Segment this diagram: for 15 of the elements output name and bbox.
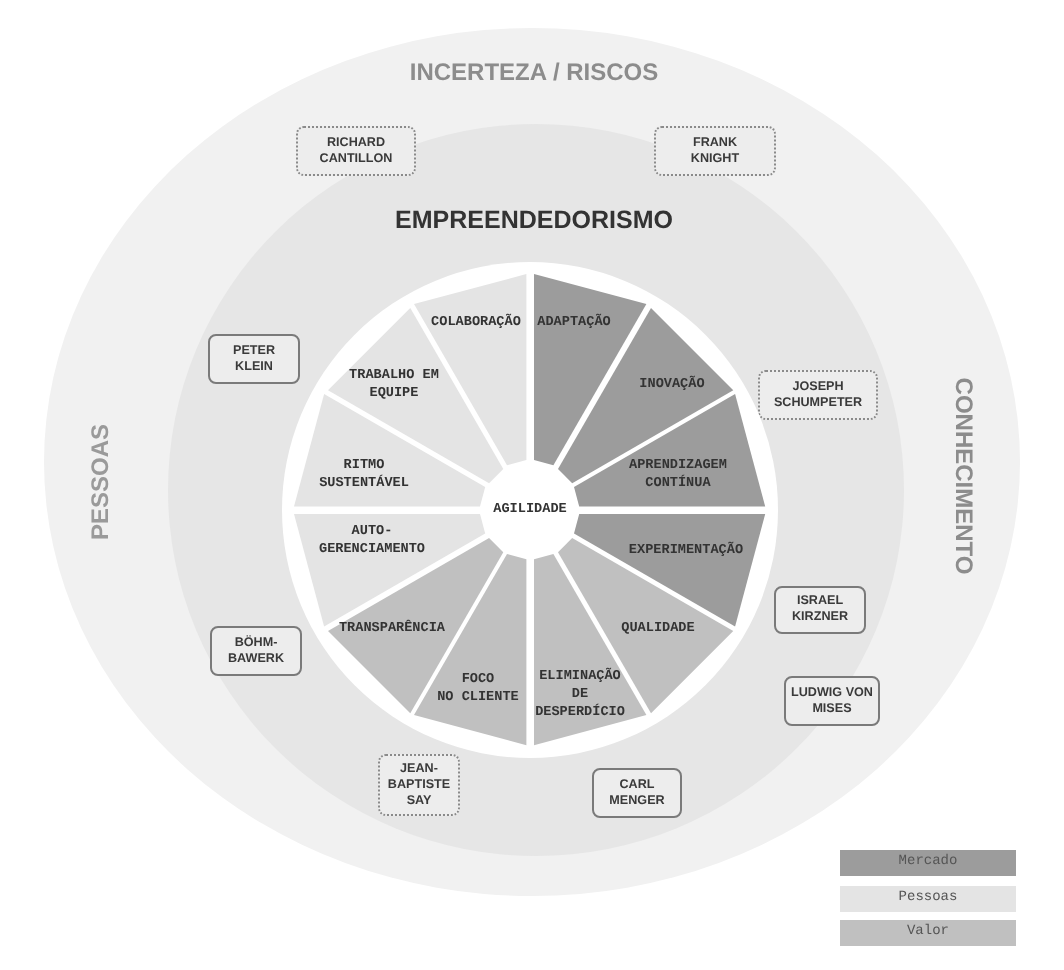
ring-title: PESSOAS [88,423,112,541]
ring-title: CONHECIMENTO [952,377,976,575]
name-card [774,586,866,634]
wheel-segment [574,513,766,626]
name-card [592,768,682,818]
name-card [296,126,416,176]
name-card [208,334,300,384]
name-card [758,370,878,420]
ring-title: EMPREENDEDORISMO [395,207,673,233]
name-card [210,626,302,676]
name-card [654,126,776,176]
ring-title: INCERTEZA / RISCOS [409,60,659,84]
wheel-segment [574,394,766,507]
name-card [784,676,880,726]
wheel-segment [414,274,527,466]
